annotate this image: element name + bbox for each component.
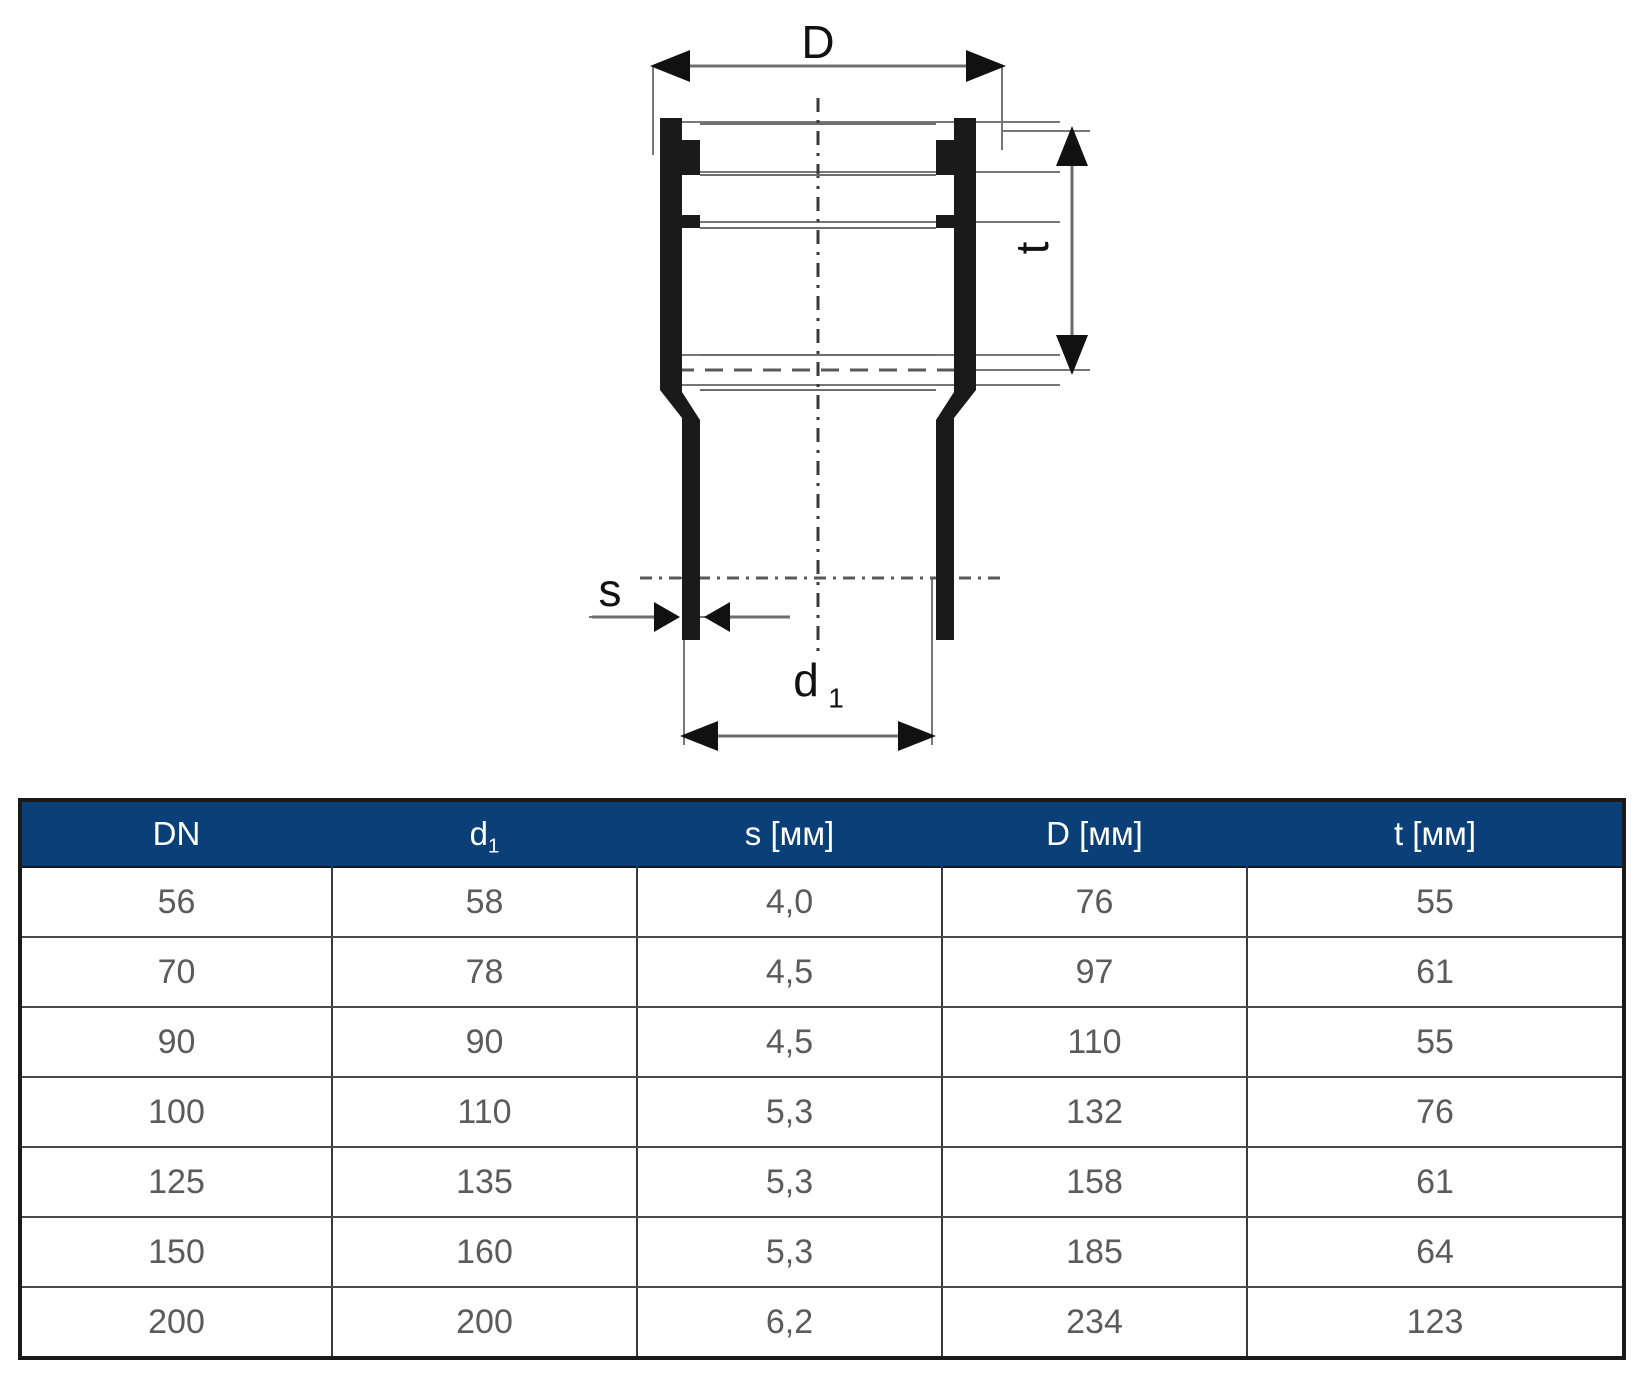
interior-construction-lines <box>700 123 936 391</box>
table-cell-s: 4,5 <box>636 1006 943 1078</box>
pipe-left-wall-outline <box>660 118 700 640</box>
column-header-d-outer-label: D [мм] <box>1046 815 1143 852</box>
table-cell-s: 5,3 <box>636 1216 943 1288</box>
column-header-s: s [мм] <box>636 800 943 867</box>
column-header-d1-label: d <box>469 815 488 852</box>
column-header-dn: DN <box>19 800 333 867</box>
table-cell-d1: 200 <box>331 1286 638 1358</box>
table-cell-d1: 160 <box>331 1216 638 1288</box>
table-cell-t: 55 <box>1246 1006 1625 1078</box>
table-cell-t: 55 <box>1246 866 1625 938</box>
pipe-right-wall-outline <box>936 118 976 640</box>
table-cell-D: 76 <box>941 866 1248 938</box>
column-header-t-label: t [мм] <box>1393 815 1477 852</box>
table-cell-dn: 90 <box>19 1006 333 1078</box>
table-cell-dn: 100 <box>19 1076 333 1148</box>
table-cell-t: 123 <box>1246 1286 1625 1358</box>
table-cell-D: 132 <box>941 1076 1248 1148</box>
column-header-d1-subscript: 1 <box>487 834 500 858</box>
table-header-row: DN d1 s [мм] D [мм] t [мм] <box>19 800 1625 867</box>
dimension-t: t <box>1006 126 1088 375</box>
table-cell-s: 4,5 <box>636 936 943 1008</box>
dimension-d1: d 1 <box>680 654 936 751</box>
table-cell-D: 234 <box>941 1286 1248 1358</box>
column-header-t: t [мм] <box>1246 800 1625 867</box>
table-header: DN d1 s [мм] D [мм] t [мм] <box>19 800 1625 867</box>
technical-drawing: D t s d 1 <box>589 16 1090 751</box>
table-cell-d1: 58 <box>331 866 638 938</box>
table-cell-dn: 56 <box>19 866 333 938</box>
table-cell-s: 5,3 <box>636 1146 943 1218</box>
column-header-dn-label: DN <box>152 815 201 852</box>
dimension-label-s: s <box>599 564 622 616</box>
table-cell-s: 4,0 <box>636 866 943 938</box>
table-cell-D: 185 <box>941 1216 1248 1288</box>
dimension-s: s <box>592 564 790 632</box>
dimension-label-d1-subscript: 1 <box>828 682 844 713</box>
table-cell-t: 61 <box>1246 1146 1625 1218</box>
table-cell-dn: 200 <box>19 1286 333 1358</box>
table-cell-t: 64 <box>1246 1216 1625 1288</box>
table-cell-t: 61 <box>1246 936 1625 1008</box>
table-cell-dn: 150 <box>19 1216 333 1288</box>
table-cell-t: 76 <box>1246 1076 1625 1148</box>
table-cell-s: 5,3 <box>636 1076 943 1148</box>
table-cell-d1: 90 <box>331 1006 638 1078</box>
dimension-label-t: t <box>1006 241 1058 254</box>
table-cell-D: 110 <box>941 1006 1248 1078</box>
column-header-d1: d1 <box>331 800 638 867</box>
table-cell-D: 158 <box>941 1146 1248 1218</box>
table-cell-dn: 125 <box>19 1146 333 1218</box>
column-header-s-label: s [мм] <box>744 815 835 852</box>
table-cell-s: 6,2 <box>636 1286 943 1358</box>
table-cell-dn: 70 <box>19 936 333 1008</box>
dimension-label-d1-base: d <box>793 654 819 706</box>
table-cell-d1: 110 <box>331 1076 638 1148</box>
dimension-D: D <box>650 16 1006 82</box>
table-cell-D: 97 <box>941 936 1248 1008</box>
table-cell-d1: 135 <box>331 1146 638 1218</box>
table-cell-d1: 78 <box>331 936 638 1008</box>
column-header-d-outer: D [мм] <box>941 800 1248 867</box>
dimension-label-D: D <box>801 16 834 68</box>
